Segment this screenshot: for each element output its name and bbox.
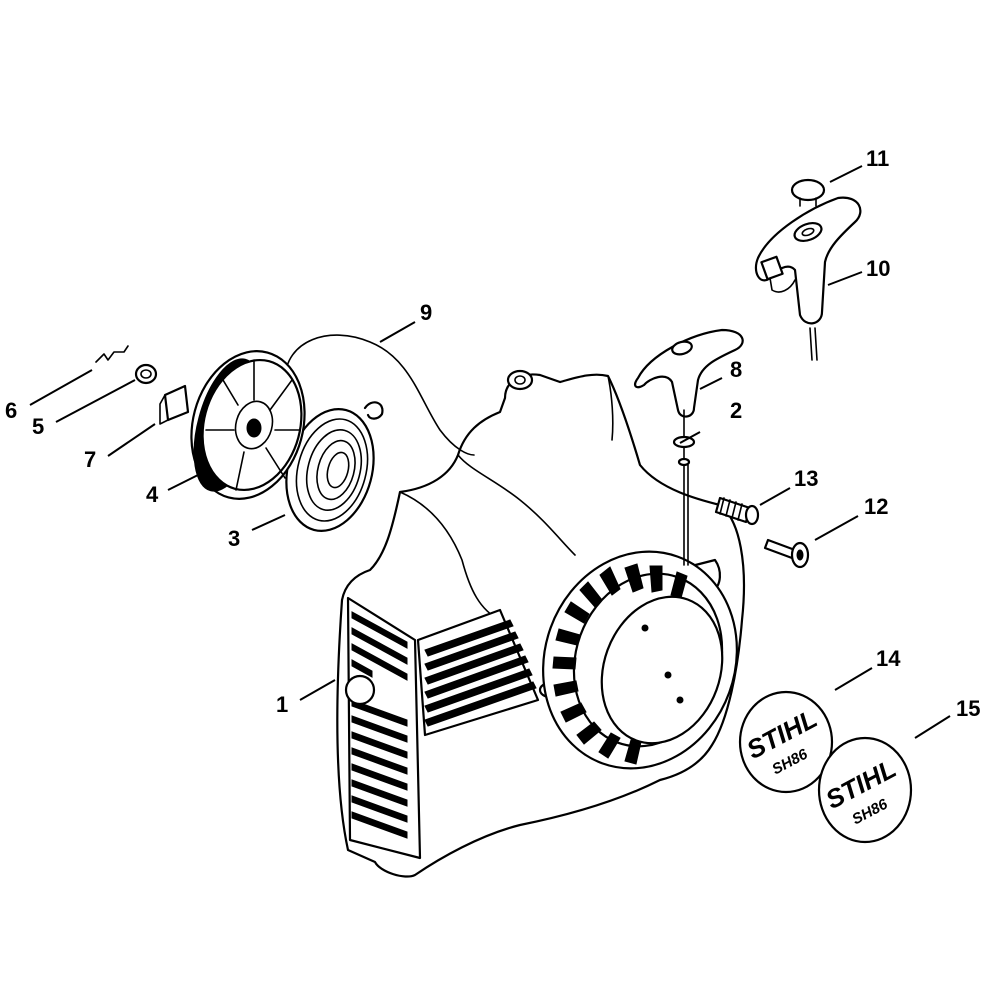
callout-10: 10 bbox=[866, 256, 890, 281]
washer bbox=[134, 363, 158, 385]
callout-5: 5 bbox=[32, 414, 44, 439]
leader-lines bbox=[29, 165, 951, 739]
callout-1: 1 bbox=[276, 692, 288, 717]
callout-15: 15 bbox=[956, 696, 980, 721]
left-vent-slats bbox=[351, 611, 408, 839]
callout-14: 14 bbox=[876, 646, 901, 671]
starter-grip bbox=[754, 196, 862, 361]
screw-13 bbox=[714, 496, 760, 526]
callout-8: 8 bbox=[730, 357, 742, 382]
grip-cap bbox=[790, 178, 826, 207]
callout-11: 11 bbox=[866, 146, 889, 171]
callout-7: 7 bbox=[84, 447, 96, 472]
callout-2: 2 bbox=[730, 398, 742, 423]
starter-rope bbox=[284, 334, 475, 456]
spring-clip bbox=[95, 345, 129, 363]
callout-numbers: 1 2 3 4 5 6 7 8 9 10 11 12 13 14 15 bbox=[5, 146, 980, 721]
screw-12 bbox=[763, 538, 810, 569]
decal-14: STIHL SH86 bbox=[738, 690, 834, 794]
callout-6: 6 bbox=[5, 398, 17, 423]
pawl bbox=[163, 384, 190, 422]
starter-grip-installed bbox=[634, 328, 744, 418]
rewind-spring bbox=[285, 401, 384, 532]
rope-rotor bbox=[190, 350, 306, 500]
callout-3: 3 bbox=[228, 526, 240, 551]
callout-4: 4 bbox=[146, 482, 159, 507]
center-vent-slats bbox=[416, 608, 540, 737]
callout-9: 9 bbox=[420, 300, 432, 325]
starter-housing bbox=[336, 369, 746, 878]
decal-15: STIHL SH86 bbox=[817, 736, 913, 844]
rope-guide-bush bbox=[672, 409, 696, 566]
callout-12: 12 bbox=[864, 494, 888, 519]
callout-13: 13 bbox=[794, 466, 818, 491]
